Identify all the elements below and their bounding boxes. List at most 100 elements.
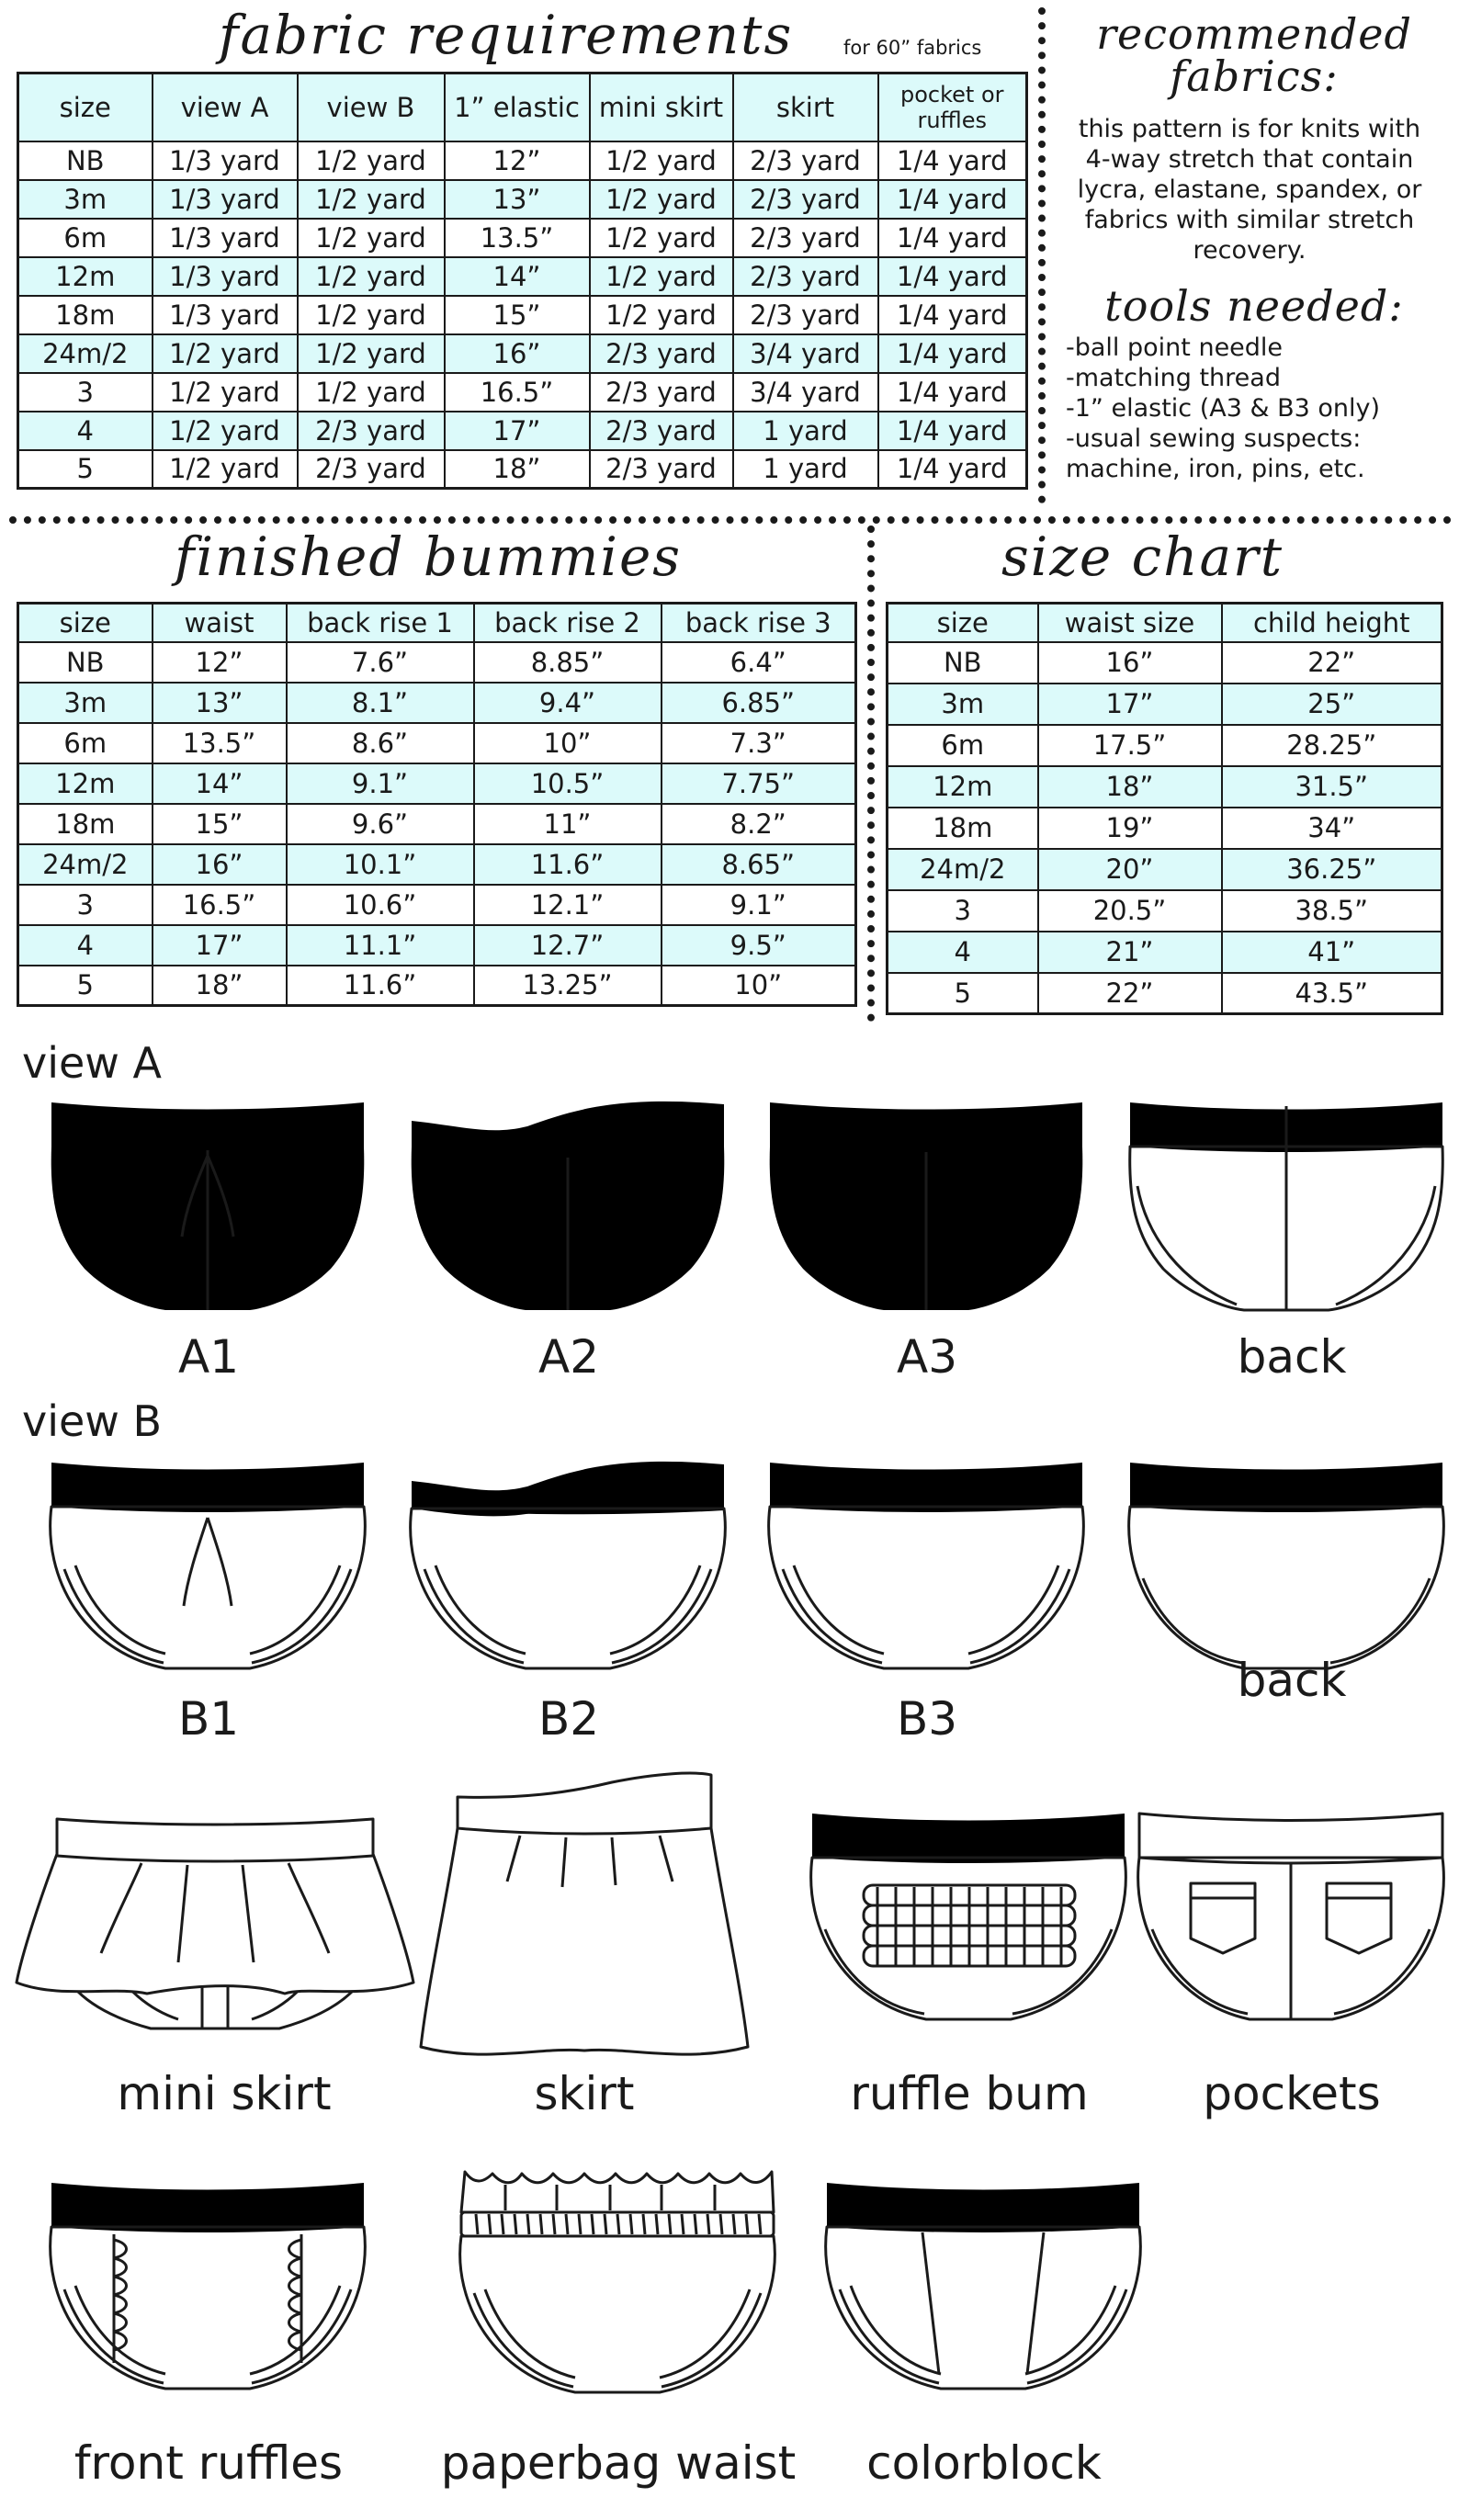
- size-chart-title: size chart: [1001, 525, 1284, 588]
- recommended-fabrics-title: recommended fabrics:: [1096, 9, 1412, 101]
- table-cell: 3: [886, 888, 1039, 932]
- table-cell: 17.5”: [1036, 723, 1223, 767]
- table-cell: 12m: [17, 762, 153, 805]
- table-cell: 5: [17, 448, 153, 490]
- table-cell: 1/2 yard: [151, 410, 299, 451]
- table-cell: 24m/2: [17, 333, 153, 374]
- b2-caption: B2: [537, 1692, 600, 1746]
- text-line: fabrics with similar stretch: [1084, 206, 1415, 234]
- table-cell: 18”: [443, 448, 591, 490]
- top-horizontal-divider: [9, 516, 1452, 524]
- colorblock-caption: colorblock: [866, 2436, 1102, 2490]
- bummies-header-row: size waist back rise 1 back rise 2 back …: [17, 602, 857, 643]
- table-cell: 2/3 yard: [588, 371, 734, 412]
- table-cell: 10.6”: [285, 883, 475, 926]
- table-cell: 8.2”: [660, 802, 857, 845]
- a-back-caption: back: [1237, 1330, 1347, 1384]
- table-cell: 11.6”: [285, 964, 475, 1007]
- table-cell: 10”: [660, 964, 857, 1007]
- table-cell: 9.6”: [285, 802, 475, 845]
- table-cell: 36.25”: [1220, 847, 1443, 891]
- table-cell: NB: [17, 640, 153, 684]
- table-cell: 13.25”: [472, 964, 662, 1007]
- view-b-label: view B: [22, 1396, 163, 1446]
- table-cell: 1/4 yard: [877, 255, 1028, 297]
- table-cell: 1/2 yard: [296, 217, 446, 258]
- table-cell: 1/2 yard: [296, 371, 446, 412]
- table-cell: 3m: [17, 681, 153, 724]
- pockets-illustration: [1137, 1812, 1445, 2021]
- table-cell: 16”: [1036, 640, 1223, 684]
- table-cell: 18m: [17, 802, 153, 845]
- table-cell: 13”: [151, 681, 288, 724]
- table-cell: 10”: [472, 721, 662, 764]
- table-cell: 1/2 yard: [296, 178, 446, 220]
- table-cell: 43.5”: [1220, 971, 1443, 1015]
- finished-bummies-title: finished bummies: [175, 525, 683, 588]
- table-cell: 16.5”: [151, 883, 288, 926]
- header-back-rise-3: back rise 3: [660, 602, 857, 643]
- header-view-b: view B: [296, 72, 446, 142]
- middle-vertical-divider: [867, 525, 875, 1022]
- paperbag-waist-caption: paperbag waist: [440, 2436, 797, 2490]
- mini-skirt-caption: mini skirt: [117, 2067, 332, 2120]
- b1-illustration: [49, 1463, 367, 1670]
- table-cell: 9.4”: [472, 681, 662, 724]
- table-cell: 31.5”: [1220, 764, 1443, 808]
- table-cell: 17”: [1036, 682, 1223, 726]
- colorblock-illustration: [824, 2183, 1142, 2390]
- table-cell: 16”: [151, 842, 288, 886]
- table-cell: 22”: [1036, 971, 1223, 1015]
- a-back-illustration: [1128, 1102, 1444, 1312]
- table-cell: 25”: [1220, 682, 1443, 726]
- table-cell: 18”: [1036, 764, 1223, 808]
- table-cell: 3/4 yard: [731, 371, 879, 412]
- a1-caption: A1: [177, 1330, 239, 1384]
- b3-caption: B3: [896, 1692, 958, 1746]
- table-cell: 1/2 yard: [588, 255, 734, 297]
- table-cell: 3/4 yard: [731, 333, 879, 374]
- table-cell: 10.1”: [285, 842, 475, 886]
- size-chart-header-row: size waist size child height: [886, 602, 1443, 643]
- table-cell: 11”: [472, 802, 662, 845]
- table-cell: 6.85”: [660, 681, 857, 724]
- table-cell: 24m/2: [886, 847, 1039, 891]
- a2-caption: A2: [537, 1330, 599, 1384]
- table-cell: 1/4 yard: [877, 371, 1028, 412]
- table-cell: 2/3 yard: [731, 255, 879, 297]
- table-cell: 1/2 yard: [296, 140, 446, 181]
- table-cell: 5: [17, 964, 153, 1007]
- table-cell: 7.6”: [285, 640, 475, 684]
- table-cell: 2/3 yard: [296, 410, 446, 451]
- table-cell: 1 yard: [731, 448, 879, 490]
- table-cell: 1/2 yard: [296, 255, 446, 297]
- table-cell: 3m: [17, 178, 153, 220]
- front-ruffles-illustration: [49, 2183, 367, 2390]
- table-cell: NB: [17, 140, 153, 181]
- table-cell: 1 yard: [731, 410, 879, 451]
- table-cell: 1/2 yard: [151, 371, 299, 412]
- table-cell: 2/3 yard: [588, 448, 734, 490]
- table-cell: 11.1”: [285, 923, 475, 966]
- ruffle-bum-illustration: [809, 1814, 1127, 2021]
- table-cell: 17”: [151, 923, 288, 966]
- table-cell: 2/3 yard: [731, 140, 879, 181]
- table-cell: 1/3 yard: [151, 255, 299, 297]
- table-cell: 12.7”: [472, 923, 662, 966]
- table-cell: 1/4 yard: [877, 333, 1028, 374]
- table-cell: 41”: [1220, 930, 1443, 974]
- mini-skirt-illustration: [15, 1817, 415, 2030]
